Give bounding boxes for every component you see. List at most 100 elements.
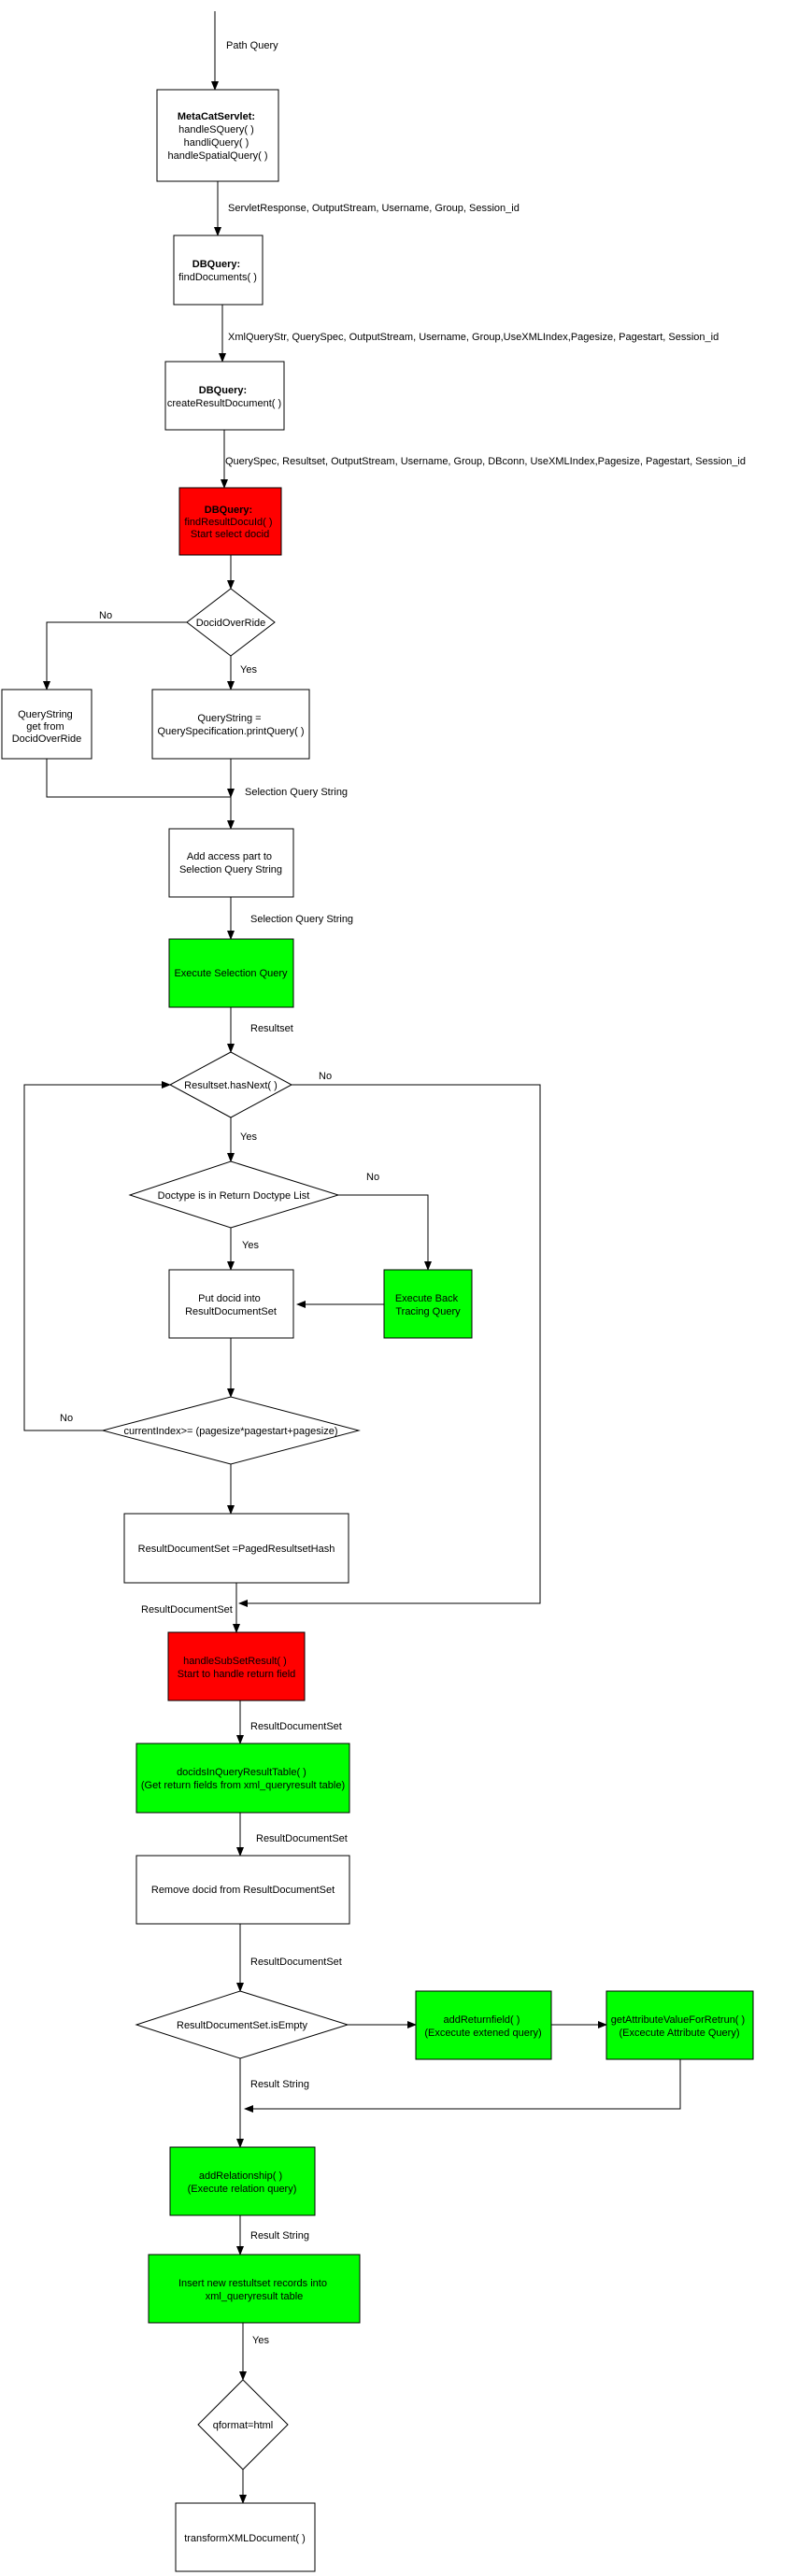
arrow-index-no: [23, 1081, 171, 1431]
edge-label-selection-qs-1: Selection Query String: [245, 787, 348, 798]
edge-label-selection-qs-2: Selection Query String: [250, 914, 353, 925]
current-index-decision: [101, 1396, 361, 1465]
add-return-field-box: [415, 1990, 552, 2060]
qs-print-label: QueryString = QuerySpecification.printQu…: [157, 713, 304, 737]
edge-label-no-override: No: [99, 610, 112, 621]
dbquery2-label: DBQuery: createResultDocument( ): [167, 385, 281, 409]
add-relationship-label: addRelationship( ) (Execute relation que…: [188, 2170, 297, 2195]
arrow-attribute-return: [244, 2059, 681, 2113]
qs-override-line: QueryString: [18, 709, 73, 720]
edge-label-result-string-1: Result String: [250, 2079, 309, 2090]
doctype-label: Doctype is in Return Doctype List: [158, 1190, 310, 1202]
edge-label-result-docset-4: ResultDocumentSet: [250, 1957, 342, 1968]
docids-in-query-label: docidsInQueryResultTable( ) (Get return …: [141, 1767, 345, 1791]
metacat-label: MetaCatServlet: handleSQuery( ) handliQu…: [167, 111, 267, 162]
doctype-decision: [128, 1160, 340, 1229]
back-tracing-line: Tracing Query: [395, 1306, 461, 1317]
handle-subset-box: [167, 1631, 306, 1701]
edge-label-path-query: Path Query: [226, 40, 278, 51]
metacat-line: handleSQuery( ): [178, 124, 254, 135]
edge-label-result-string-2: Result String: [250, 2230, 309, 2242]
docid-override-decision: [186, 588, 276, 657]
insert-new-line: Insert new restultset records into: [178, 2278, 327, 2289]
put-docid-box: [168, 1269, 294, 1339]
back-tracing-label: Execute Back Tracing Query: [395, 1293, 461, 1317]
qs-override-line: DocidOverRide: [12, 733, 82, 745]
back-tracing-box: [383, 1269, 473, 1339]
current-index-label: currentIndex>= (pagesize*pagestart+pages…: [123, 1426, 337, 1437]
qs-override-line: get from: [26, 721, 64, 733]
dbquery1-title: DBQuery:: [192, 259, 240, 270]
metacat-line: handleSpatialQuery( ): [167, 150, 267, 162]
paged-hash-label: ResultDocumentSet =PagedResultsetHash: [138, 1544, 335, 1555]
edge-label-yes-doctype: Yes: [242, 1240, 259, 1251]
add-access-line: Add access part to: [187, 851, 272, 862]
add-relationship-box: [169, 2146, 316, 2216]
remove-docid-box: [135, 1855, 350, 1925]
add-access-line: Selection Query String: [179, 864, 282, 875]
exec-selection-label: Execute Selection Query: [174, 968, 288, 979]
qs-override-label: QueryString get from DocidOverRide: [12, 709, 82, 745]
edge-label-query-spec: QuerySpec, Resultset, OutputStream, User…: [225, 456, 746, 467]
get-attribute-label: getAttributeValueForRetrun( ) (Excecute …: [611, 2014, 748, 2039]
connectors: [23, 11, 681, 2504]
is-empty-decision: [135, 1990, 349, 2059]
arrow-override-no: [43, 621, 189, 690]
metacat-line: handliQuery( ): [184, 137, 249, 149]
back-tracing-line: Execute Back: [395, 1293, 459, 1304]
querystring-print-box: [151, 689, 310, 760]
has-next-decision: [168, 1051, 293, 1118]
qs-print-line: QueryString =: [197, 713, 261, 724]
edge-label-resultset: Resultset: [250, 1023, 293, 1034]
remove-docid-label: Remove docid from ResultDocumentSet: [151, 1885, 335, 1896]
edge-label-yes-override: Yes: [240, 664, 257, 676]
dbquery-create-result-box: [164, 361, 285, 431]
dbquery3-line: Start select docid: [191, 529, 269, 540]
line-override-merge: [46, 759, 231, 798]
insert-new-box: [148, 2254, 361, 2324]
get-attribute-box: [605, 1990, 754, 2060]
execute-selection-box: [168, 938, 294, 1008]
dbquery3-label: DBQuery: findResultDocuId( ) Start selec…: [184, 505, 275, 540]
querystring-from-override-box: [1, 689, 93, 760]
nodes: [1, 89, 754, 2572]
edge-label-result-docset-2: ResultDocumentSet: [250, 1721, 342, 1732]
add-access-label: Add access part to Selection Query Strin…: [179, 851, 282, 875]
edge-label-yes-hasnext: Yes: [240, 1131, 257, 1143]
handle-subset-line: Start to handle return field: [178, 1669, 296, 1680]
edge-label-xml-query-str: XmlQueryStr, QuerySpec, OutputStream, Us…: [228, 332, 719, 343]
dbquery-find-result-docuid-box: [178, 487, 282, 556]
metacat-servlet-box: [156, 89, 279, 182]
dbquery3-title: DBQuery:: [205, 505, 252, 516]
dbquery1-line: findDocuments( ): [178, 272, 257, 283]
metacat-title: MetaCatServlet:: [178, 111, 255, 122]
arrow-doctype-no: [338, 1194, 432, 1271]
edge-label-result-docset-1: ResultDocumentSet: [141, 1604, 233, 1615]
edge-label-yes-insert: Yes: [252, 2335, 269, 2346]
edge-label-result-docset-3: ResultDocumentSet: [256, 1833, 348, 1844]
put-docid-line: ResultDocumentSet: [185, 1306, 277, 1317]
dbquery2-line: createResultDocument( ): [167, 398, 281, 409]
add-return-field-line: (Excecute extened query): [424, 2028, 541, 2039]
docids-in-query-line: docidsInQueryResultTable( ): [177, 1767, 306, 1778]
dbquery2-title: DBQuery:: [199, 385, 247, 396]
insert-new-line: xml_queryresult table: [206, 2291, 304, 2302]
add-return-field-label: addReturnfield( ) (Excecute extened quer…: [424, 2014, 541, 2039]
edge-labels: Path Query ServletResponse, OutputStream…: [60, 40, 746, 2346]
add-return-field-line: addReturnfield( ): [444, 2014, 520, 2026]
edge-label-no-index: No: [60, 1413, 73, 1424]
edge-label-no-hasnext: No: [319, 1071, 332, 1082]
get-attribute-line: (Excecute Attribute Query): [620, 2028, 740, 2039]
qs-print-line: QuerySpecification.printQuery( ): [157, 726, 304, 737]
add-relationship-line: (Execute relation query): [188, 2184, 297, 2195]
dbquery-find-documents-box: [173, 235, 264, 306]
dbquery1-label: DBQuery: findDocuments( ): [178, 259, 257, 283]
put-docid-label: Put docid into ResultDocumentSet: [185, 1293, 277, 1317]
dbquery3-line: findResultDocuId( ): [184, 517, 272, 528]
docids-in-query-line: (Get return fields from xml_queryresult …: [141, 1780, 345, 1791]
qformat-decision: [197, 2379, 289, 2470]
qformat-label: qformat=html: [213, 2420, 274, 2431]
insert-new-label: Insert new restultset records into xml_q…: [178, 2278, 330, 2302]
handle-subset-line: handleSubSetResult( ): [183, 1656, 287, 1667]
